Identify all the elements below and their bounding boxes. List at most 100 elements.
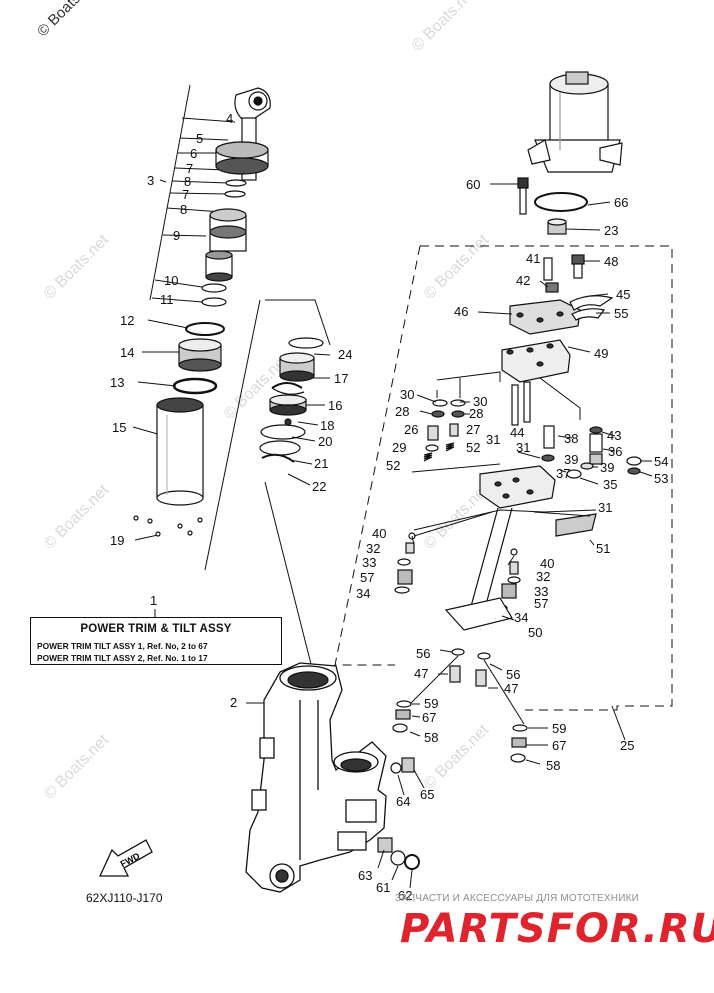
part-label[interactable]: 12 [120,313,134,328]
part-label[interactable]: 13 [110,375,124,390]
part-label[interactable]: 4 [226,111,233,126]
promo-text: ЗАПЧАСТИ И АКСЕССУАРЫ ДЛЯ МОТОТЕХНИКИ [395,893,640,904]
part-label[interactable]: 47 [414,666,428,681]
part-label[interactable]: 40 [540,556,554,571]
part-label[interactable]: 8 [184,174,191,189]
part-label[interactable]: 50 [528,625,542,640]
part-label[interactable]: 3 [147,173,154,188]
part-label[interactable]: 28 [469,406,483,421]
part-label[interactable]: 34 [356,586,370,601]
part-label[interactable]: 63 [358,868,372,883]
part-label[interactable]: 2 [230,695,237,710]
part-label[interactable]: 55 [614,306,628,321]
part-label[interactable]: 9 [173,228,180,243]
part-label[interactable]: 34 [514,610,528,625]
assembly-title: POWER TRIM & TILT ASSY [80,623,232,635]
main-housing [245,662,387,893]
part-label[interactable]: 40 [372,526,386,541]
part-label[interactable]: 11 [160,292,174,307]
part-label[interactable]: 22 [312,479,326,494]
fwd-arrow: FWD [98,839,153,877]
part-label[interactable]: 57 [534,596,548,611]
part-label[interactable]: 32 [536,569,550,584]
part-label[interactable]: 31 [486,432,500,447]
part-label[interactable]: 66 [614,195,628,210]
part-label[interactable]: 38 [564,431,578,446]
part-label[interactable]: 39 [600,460,614,475]
watermark: © Boats.net [409,0,481,55]
part-label[interactable]: 64 [396,794,410,809]
tilt-cylinder [156,404,204,499]
part-label[interactable]: 49 [594,346,608,361]
part-label[interactable]: 30 [400,387,414,402]
part-label[interactable]: 7 [182,187,189,202]
part-label[interactable]: 29 [392,440,406,455]
part-label[interactable]: 6 [190,146,197,161]
part-label[interactable]: 37 [556,466,570,481]
part-label[interactable]: 31 [598,500,612,515]
part-label[interactable]: 52 [466,440,480,455]
part-label[interactable]: 26 [404,422,418,437]
part-label[interactable]: 62 [398,888,412,903]
part-label[interactable]: 33 [534,584,548,599]
part-label[interactable]: 20 [318,434,332,449]
part-label[interactable]: 5 [196,131,203,146]
part-label[interactable]: 14 [120,345,134,360]
part-label[interactable]: 31 [516,440,530,455]
part-label[interactable]: 43 [607,428,621,443]
watermark: © Boats.net [421,231,493,303]
part-label[interactable]: 17 [334,371,348,386]
part-label[interactable]: 59 [552,721,566,736]
part-label[interactable]: 48 [604,254,618,269]
part-label[interactable]: 23 [604,223,618,238]
assembly-row-1: POWER TRIM TILT ASSY 1, Ref. No, 2 to 67 [37,641,208,651]
part-label[interactable]: 58 [424,730,438,745]
part-label[interactable]: 10 [164,273,178,288]
part-label[interactable]: 27 [466,422,480,437]
part-label[interactable]: 7 [186,161,193,176]
part-label[interactable]: 54 [654,454,668,469]
part-label[interactable]: 15 [112,420,126,435]
part-label[interactable]: 33 [362,555,376,570]
part-label[interactable]: 65 [420,787,434,802]
part-label[interactable]: 24 [338,347,352,362]
assembly-ref-number[interactable]: 1 [150,593,157,608]
part-label[interactable]: 57 [360,570,374,585]
valve-parts [259,337,324,463]
part-label[interactable]: 19 [110,533,124,548]
part-label[interactable]: 44 [510,425,524,440]
part-label[interactable]: 32 [366,541,380,556]
part-label[interactable]: 52 [386,458,400,473]
part-label[interactable]: 18 [320,418,334,433]
assembly-row-2: POWER TRIM TILT ASSY 2, Ref. No. 1 to 17 [37,653,208,663]
part-label[interactable]: 42 [516,273,530,288]
part-label[interactable]: 16 [328,398,342,413]
part-label[interactable]: 41 [526,251,540,266]
part-label[interactable]: 56 [506,667,520,682]
part-label[interactable]: 58 [546,758,560,773]
part-label[interactable]: 61 [376,880,390,895]
motor-pump-parts [377,71,642,870]
part-label[interactable]: 39 [564,452,578,467]
part-label[interactable]: 53 [654,471,668,486]
part-label[interactable]: 21 [314,456,328,471]
part-label[interactable]: 8 [180,202,187,217]
part-label[interactable]: 60 [466,177,480,192]
part-label[interactable]: 36 [608,444,622,459]
part-label[interactable]: 25 [620,738,634,753]
part-label[interactable]: 51 [596,541,610,556]
part-label[interactable]: 67 [422,710,436,725]
part-label[interactable]: 47 [504,681,518,696]
part-label[interactable]: 67 [552,738,566,753]
part-label[interactable]: 45 [616,287,630,302]
part-label[interactable]: 59 [424,696,438,711]
watermark: © Boats.net [41,481,113,553]
part-label[interactable]: 35 [603,477,617,492]
part-label[interactable]: 56 [416,646,430,661]
part-label[interactable]: 30 [473,394,487,409]
part-label[interactable]: 46 [454,304,468,319]
part-label[interactable]: 28 [395,404,409,419]
dashed-subassembly-box [334,245,673,711]
brand-logo[interactable]: PARTSFOR.RU [400,906,714,952]
